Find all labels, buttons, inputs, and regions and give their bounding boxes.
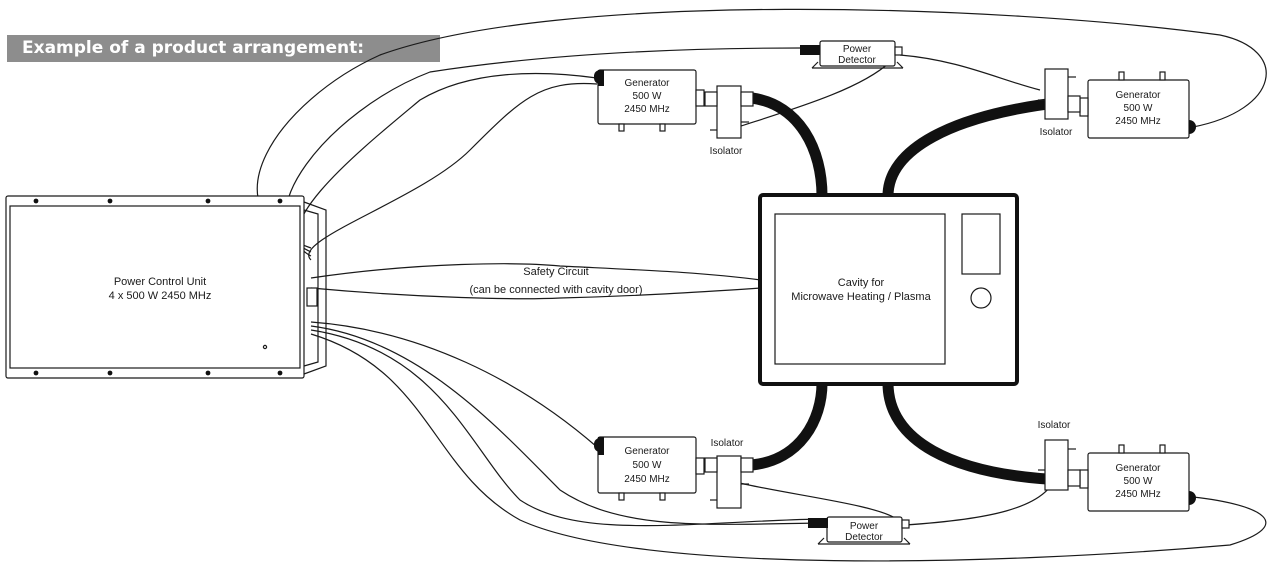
pcu-label-line2: 4 x 500 W 2450 MHz — [109, 290, 212, 302]
pcu-screw — [277, 198, 283, 204]
pcu-screw — [107, 370, 113, 376]
generator-bottom-right-label-line1: Generator — [1115, 463, 1161, 474]
pcu-screw — [107, 198, 113, 204]
pcu-screw — [33, 370, 39, 376]
generator-top-right-label-line3: 2450 MHz — [1115, 116, 1161, 127]
generator-top-left-label-line1: Generator — [624, 78, 670, 89]
cable-pcu-to-detector-bottom-2 — [310, 329, 819, 527]
diagram-header: Example of a product arrangement: — [7, 35, 440, 62]
cable-detector-top-to-isolator-left — [734, 61, 891, 129]
safety-circuit-line-lower — [310, 287, 762, 300]
power-detector-top-label-line2: Detector — [838, 55, 876, 66]
cable-pcu-to-generator-top-right — [256, 8, 1267, 249]
waveguide-bottom-left — [751, 382, 828, 471]
safety-circuit-label-line1: Safety Circuit — [523, 266, 588, 278]
cavity: Cavity for Microwave Heating / Plasma — [758, 193, 1019, 386]
cavity-label-line2: Microwave Heating / Plasma — [791, 291, 931, 303]
waveguide-group — [750, 92, 1064, 486]
isolator-bottom-left: Isolator — [704, 438, 754, 509]
pcu-label-line1: Power Control Unit — [114, 276, 206, 288]
pcu-screw — [33, 198, 39, 204]
cavity-label-line1: Cavity for — [838, 277, 885, 289]
isolator-top-right-label: Isolator — [1040, 127, 1073, 138]
cable-pcu-to-generator-bottom-left — [310, 321, 598, 448]
isolator-top-left: Isolator — [704, 85, 754, 157]
pcu-screw — [205, 370, 211, 376]
cable-detector-bottom-to-isolator-left — [734, 481, 899, 521]
cable-pcu-to-generator-bottom-right — [310, 333, 1267, 562]
power-detector-bottom-label-line1: Power — [850, 521, 879, 532]
power-control-unit: Power Control Unit 4 x 500 W 2450 MHz — [5, 195, 327, 379]
waveguide-top-left — [750, 92, 828, 197]
pcu-screw-group — [33, 198, 283, 376]
isolator-top-right: Isolator — [1038, 68, 1081, 138]
generator-top-right-label-line2: 500 W — [1124, 103, 1153, 114]
cable-pcu-to-generator-top-left-2 — [308, 82, 598, 261]
generator-bottom-left-label-line1: Generator — [624, 446, 670, 457]
cable-detector-top-to-isolator-right — [899, 54, 1041, 91]
power-detector-top: Power Detector — [800, 40, 904, 69]
waveguide-top-right — [882, 96, 1064, 197]
isolator-bottom-left-label: Isolator — [711, 438, 744, 449]
generator-bottom-left-label-line3: 2450 MHz — [624, 474, 670, 485]
generator-bottom-left: Generator 500 W 2450 MHz — [594, 436, 705, 501]
generator-bottom-left-label-line2: 500 W — [633, 460, 662, 471]
isolator-top-left-label: Isolator — [710, 146, 743, 157]
isolator-bottom-right-label: Isolator — [1038, 420, 1071, 431]
generator-top-right: Generator 500 W 2450 MHz — [1079, 71, 1196, 139]
power-detector-bottom: Power Detector — [808, 516, 911, 545]
power-detector-bottom-label-line2: Detector — [845, 532, 883, 543]
generator-top-right-label-line1: Generator — [1115, 90, 1161, 101]
cable-pcu-to-detector-bottom — [310, 325, 819, 525]
generator-bottom-right: Generator 500 W 2450 MHz — [1079, 444, 1196, 512]
waveguide-bottom-right — [882, 382, 1064, 486]
pcu-screw — [205, 198, 211, 204]
isolator-bottom-right: Isolator — [1038, 420, 1081, 491]
generator-top-left: Generator 500 W 2450 MHz — [594, 69, 705, 132]
diagram-title: Example of a product arrangement: — [22, 38, 365, 58]
power-detector-top-label-line1: Power — [843, 44, 872, 55]
generator-bottom-right-label-line2: 500 W — [1124, 476, 1153, 487]
pcu-screw — [277, 370, 283, 376]
generator-top-left-label-line3: 2450 MHz — [624, 104, 670, 115]
generator-bottom-right-label-line3: 2450 MHz — [1115, 489, 1161, 500]
generator-top-left-label-line2: 500 W — [633, 91, 662, 102]
safety-circuit-label-line2: (can be connected with cavity door) — [469, 284, 642, 296]
safety-circuit-line-upper — [310, 263, 762, 281]
